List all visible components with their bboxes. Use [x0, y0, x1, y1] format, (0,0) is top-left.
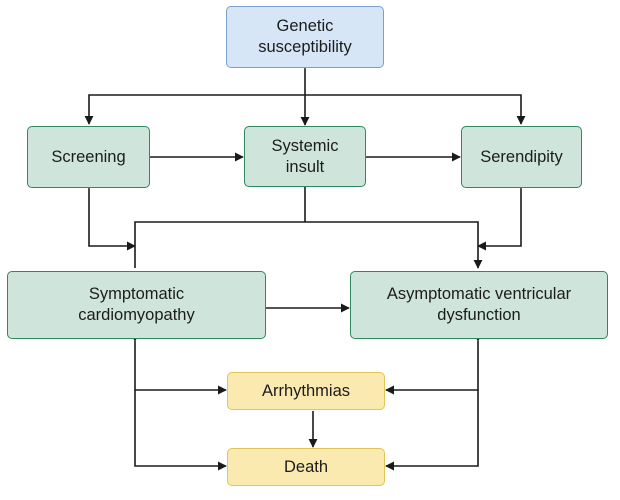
- node-asymptomatic-dysfunction: Asymptomatic ventricular dysfunction: [350, 271, 608, 339]
- node-death: Death: [227, 448, 385, 486]
- node-systemic-label: Systemic insult: [271, 136, 339, 176]
- arrow-asymptomatic-arrhythmias: [385, 332, 483, 395]
- node-systemic-insult: Systemic insult: [244, 126, 366, 187]
- arrow-symptomatic-arrhythmias: [130, 332, 227, 395]
- node-serendipity: Serendipity: [461, 126, 582, 188]
- node-arrhythmias: Arrhythmias: [227, 372, 385, 410]
- arrow-screening-symptomatic: [84, 180, 136, 251]
- arrow-line-genetic-screening: [84, 94, 305, 125]
- arrow-serendipity-asymptomatic: [477, 180, 526, 251]
- node-genetic-label: Genetic susceptibility: [258, 17, 352, 56]
- node-screening-label: Screening: [51, 147, 126, 166]
- arrow-asymptomatic-death: [385, 390, 479, 471]
- node-asymptomatic-label: Asymptomatic ventricular dysfunction: [386, 285, 572, 324]
- arrow-systemic-lower: [134, 187, 478, 268]
- node-death-label: Death: [283, 457, 329, 476]
- node-arrhythmias-label: Arrhythmias: [261, 381, 351, 400]
- arrow-line-genetic-serendipity: [305, 94, 526, 125]
- node-symptomatic-cardiomyopathy: Symptomatic cardiomyopathy: [7, 271, 266, 339]
- arrow-symptomatic-death: [134, 390, 227, 471]
- node-screening: Screening: [27, 126, 150, 188]
- node-genetic-susceptibility: Genetic susceptibility: [226, 6, 384, 68]
- node-serendipity-label: Serendipity: [480, 147, 563, 166]
- node-symptomatic-label: Symptomatic cardiomyopathy: [78, 285, 195, 324]
